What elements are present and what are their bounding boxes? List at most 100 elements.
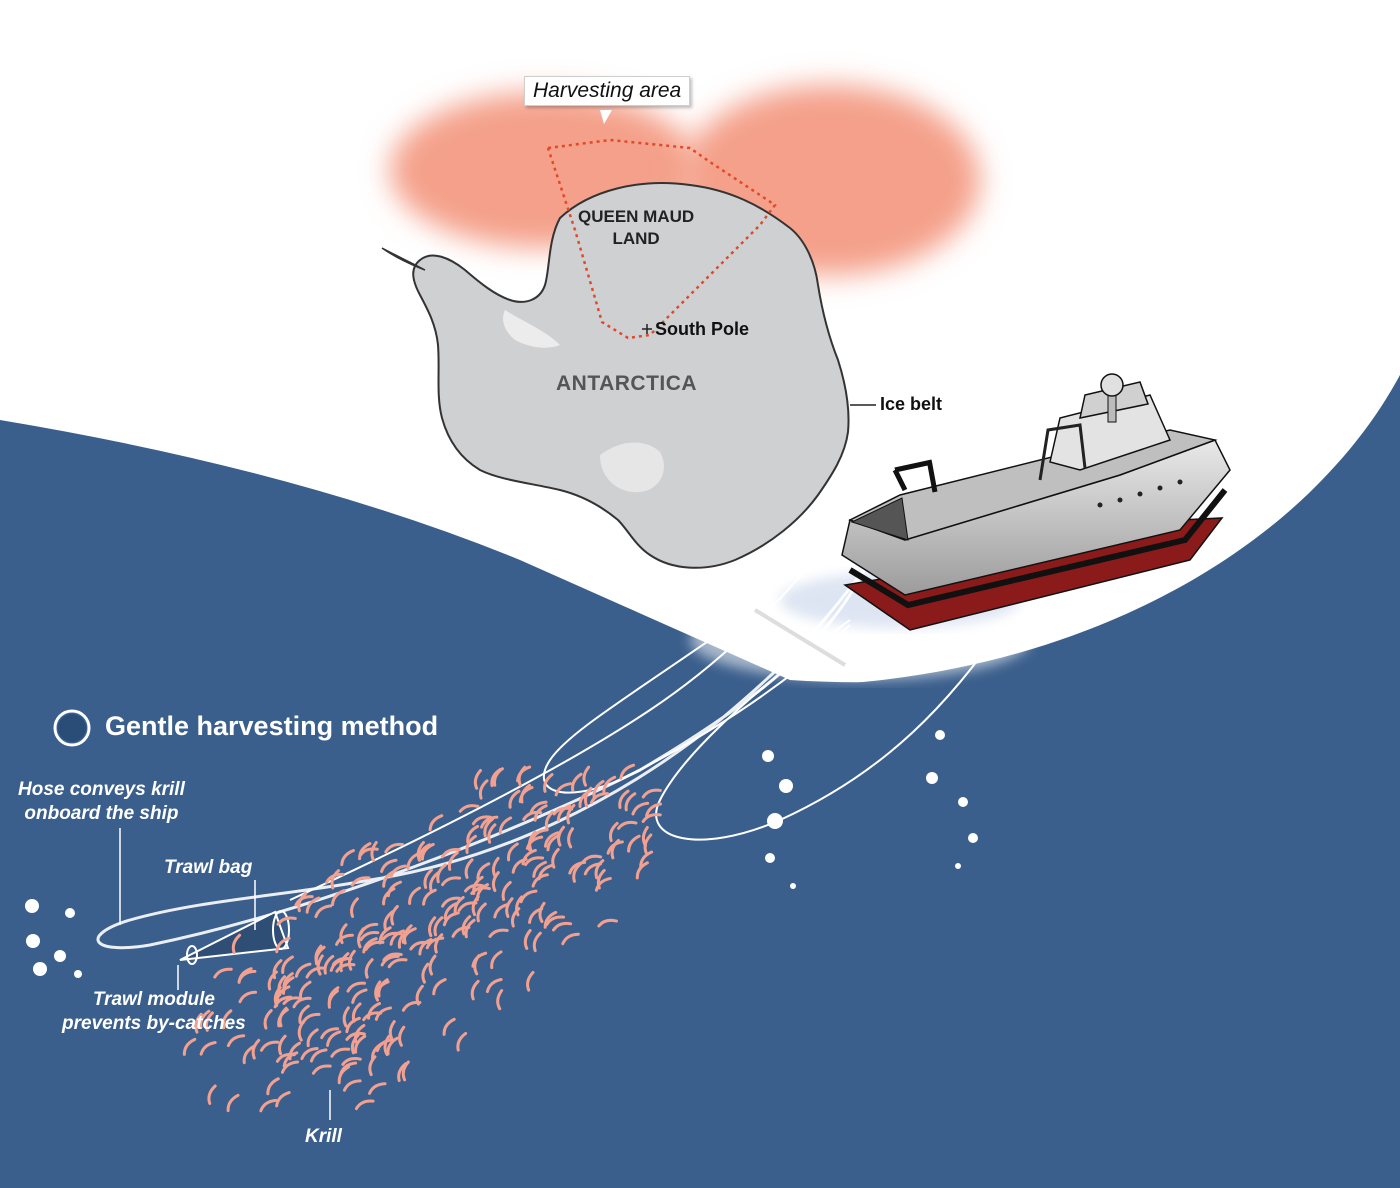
krill-mark: [532, 931, 542, 953]
bubble: [26, 934, 40, 948]
krill-mark: [213, 967, 233, 979]
krill-mark: [301, 1012, 321, 1025]
krill-mark: [221, 1009, 233, 1030]
bubbles: [25, 730, 978, 978]
krill-mark: [594, 859, 605, 880]
krill-mark: [471, 815, 492, 826]
ship-portholes: [1097, 479, 1183, 508]
krill-mark: [294, 962, 312, 978]
krill-mark: [345, 1016, 361, 1034]
krill-mark: [339, 1061, 358, 1076]
krill-mark: [582, 765, 591, 787]
krill-mark: [443, 902, 458, 921]
krill-mark: [278, 1034, 287, 1056]
trawl-bag-mouth: [272, 910, 290, 950]
krill-mark: [608, 821, 619, 843]
krill-mark: [610, 838, 620, 860]
krill-mark: [466, 824, 480, 844]
south-pole-label: South Pole: [655, 319, 749, 339]
krill-mark: [516, 765, 532, 783]
bubble: [935, 730, 945, 740]
krill-mark: [471, 951, 488, 968]
bubble: [790, 883, 796, 889]
krill-mark: [641, 813, 662, 823]
krill-mark: [294, 895, 314, 907]
krill-mark: [520, 783, 532, 804]
ship-deck: [848, 429, 1218, 541]
krill-mark: [226, 1093, 240, 1113]
trawl-warp-line-1: [289, 519, 846, 901]
method-title: Gentle harvesting method: [105, 711, 439, 741]
krill-mark: [627, 834, 641, 853]
krill-mark: [521, 848, 537, 866]
bubble: [968, 833, 978, 843]
krill-mark: [259, 1040, 280, 1052]
krill-mark: [505, 897, 514, 918]
krill-mark: [476, 902, 487, 923]
krill-mark: [309, 1048, 328, 1063]
krill-mark: [567, 827, 574, 849]
krill-mark: [397, 929, 410, 949]
krill-mark: [510, 907, 521, 928]
krill-mark: [409, 940, 430, 951]
krill-mark: [242, 1045, 255, 1065]
krill-mark: [543, 910, 558, 929]
antarctica-landmass: [412, 182, 850, 569]
krill-mark: [423, 868, 433, 889]
krill-mark: [488, 928, 509, 938]
krill-mark: [557, 825, 566, 847]
krill-mark: [531, 873, 549, 888]
krill-mark: [526, 970, 535, 992]
krill-mark: [441, 876, 462, 887]
krill-mark: [511, 857, 528, 874]
krill-mark: [182, 1037, 197, 1056]
krill-mark: [473, 768, 482, 790]
krill-swarm: [182, 763, 663, 1113]
krill-mark: [556, 804, 572, 822]
krill-mark: [485, 978, 503, 994]
krill-mark: [401, 1060, 410, 1082]
krill-mark: [571, 772, 583, 792]
krill-mark: [280, 1060, 300, 1074]
krill-mark: [590, 792, 610, 804]
krill-mark: [583, 786, 593, 808]
krill-mark: [388, 1020, 396, 1042]
method-bubble-icon-fill: [58, 714, 86, 742]
krill-mark: [543, 773, 554, 793]
krill-mark: [386, 880, 403, 898]
krill-mark: [506, 842, 519, 862]
krill-mark: [487, 823, 497, 844]
krill-mark: [275, 1091, 291, 1108]
krill-mark: [335, 933, 354, 946]
krill-mark: [415, 984, 424, 1006]
krill-mark: [544, 810, 554, 832]
krill-mark: [464, 858, 474, 879]
krill-mark: [470, 886, 491, 895]
ship-hull-stripe: [848, 488, 1228, 609]
krill-mark: [263, 1009, 273, 1030]
krill-mark: [529, 800, 548, 815]
krill-mark: [433, 916, 444, 937]
porthole: [1097, 502, 1103, 508]
krill-mark: [383, 910, 394, 931]
krill-mark: [406, 852, 420, 871]
krill-mark: [451, 925, 471, 938]
krill-mark: [428, 814, 444, 832]
krill-mark: [456, 1031, 468, 1052]
krill-mark: [498, 816, 513, 835]
krill-mark: [350, 897, 359, 918]
krill-mark: [533, 804, 548, 822]
krill-mark: [428, 954, 437, 976]
krill-mark: [568, 860, 587, 875]
queen-maud-land-label: QUEEN MAUD LAND: [578, 207, 695, 248]
krill-mark: [194, 1012, 203, 1034]
krill-mark: [359, 930, 380, 942]
krill-mark: [327, 989, 339, 1009]
krill-mark: [354, 1099, 375, 1111]
bubble: [958, 797, 968, 807]
krill-mark: [429, 871, 440, 892]
ship-superstructure: [1049, 394, 1172, 471]
krill-mark: [464, 883, 485, 893]
krill-mark: [538, 901, 546, 924]
